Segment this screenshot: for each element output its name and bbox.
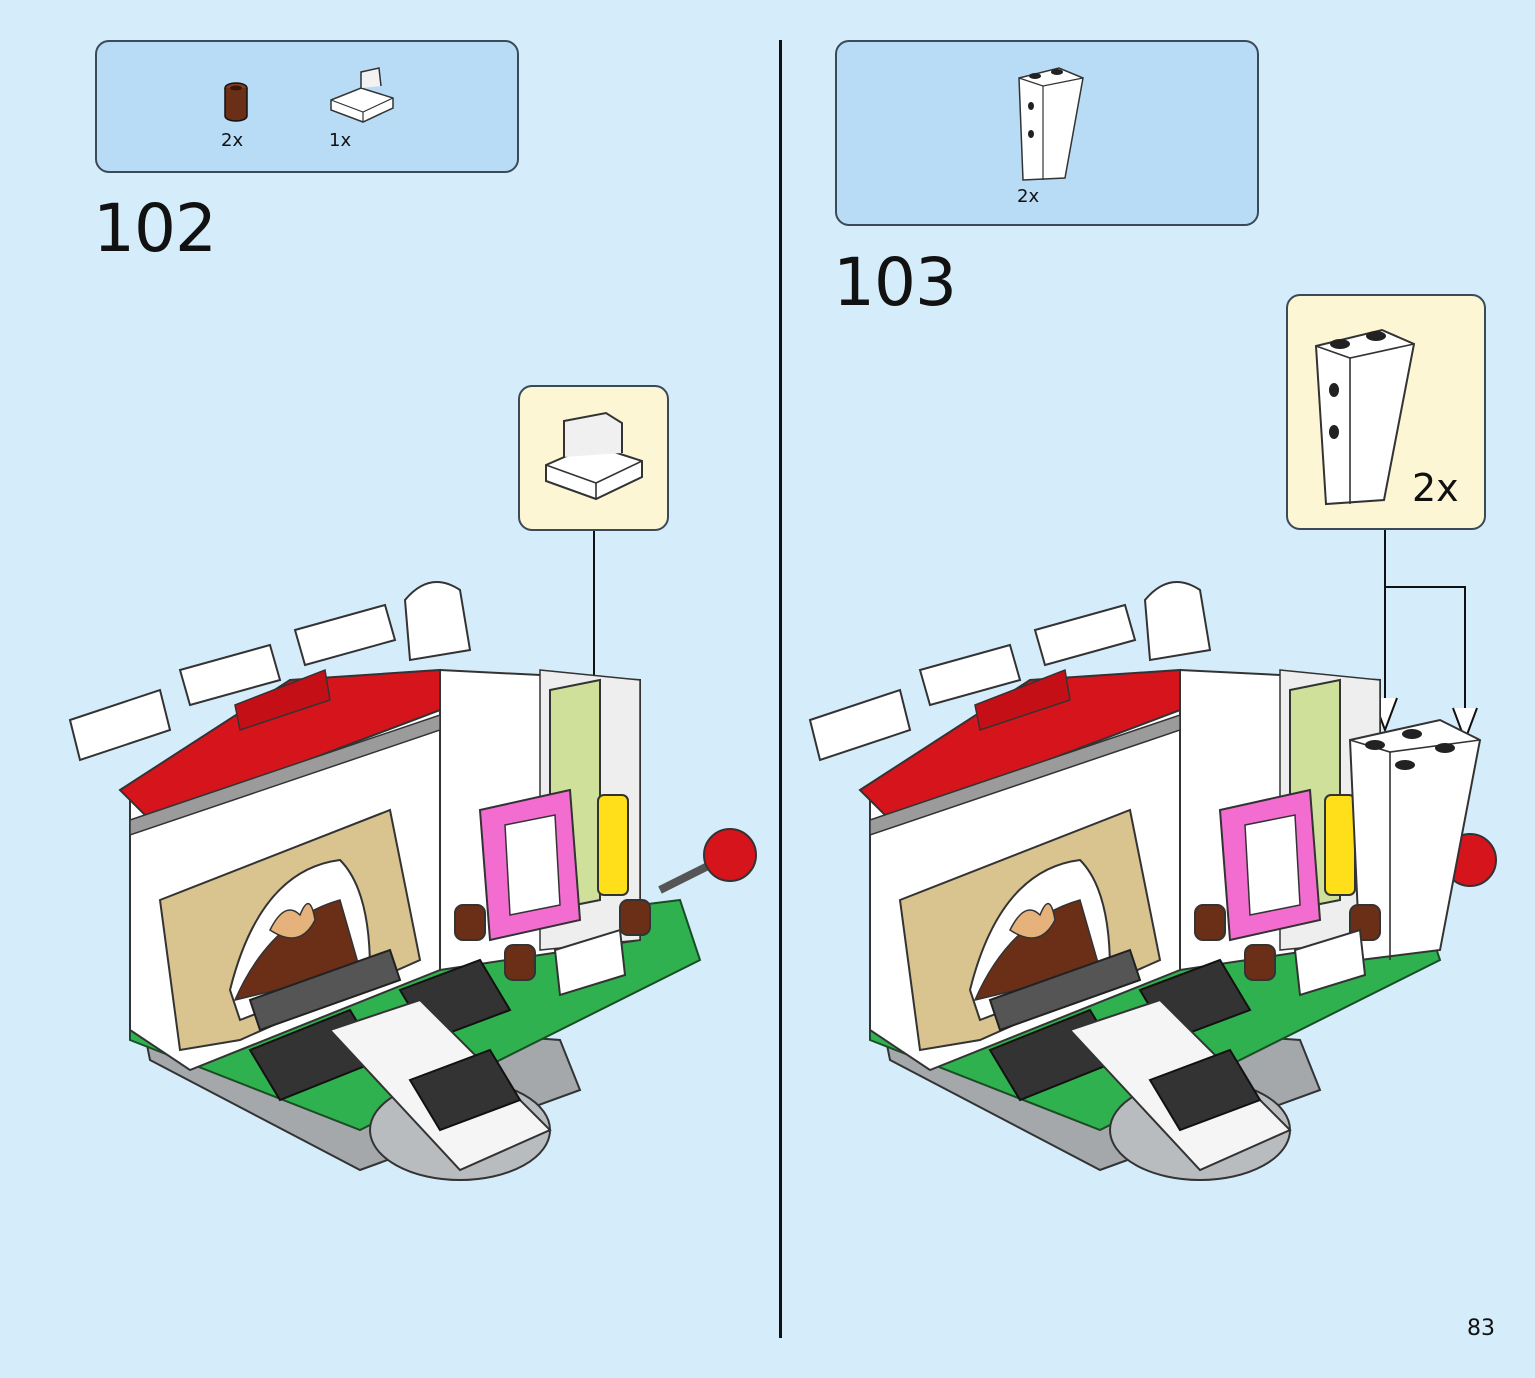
callout-step-102 (518, 385, 669, 531)
step-number-102: 102 (93, 190, 217, 267)
part-qty-slope: 2x (1017, 186, 1040, 207)
bracket-plate-white-icon (330, 67, 394, 123)
step-number-103: 103 (833, 244, 957, 321)
step-divider (779, 40, 782, 1338)
callout-pointer-line (1384, 530, 1386, 700)
part-qty-brown: 2x (221, 130, 244, 151)
page-number: 83 (1467, 1316, 1495, 1341)
callout-pointer-line-2 (1464, 586, 1466, 708)
model-illustration-step-102 (68, 581, 757, 1181)
callout-pointer-branch (1384, 586, 1466, 588)
callout-step-103: 2x (1286, 294, 1486, 530)
callout-qty-103: 2x (1412, 466, 1459, 510)
parts-list-step-103: 2x (835, 40, 1259, 226)
slope-brick-white-icon (1018, 67, 1084, 181)
part-qty-bracket: 1x (329, 130, 352, 151)
parts-list-step-102: 2x 1x (95, 40, 519, 173)
bracket-plate-white-icon (545, 411, 643, 501)
model-illustration-step-103 (808, 581, 1497, 1181)
slope-brick-white-icon (1314, 328, 1416, 506)
round-brick-brown-icon (224, 82, 248, 122)
